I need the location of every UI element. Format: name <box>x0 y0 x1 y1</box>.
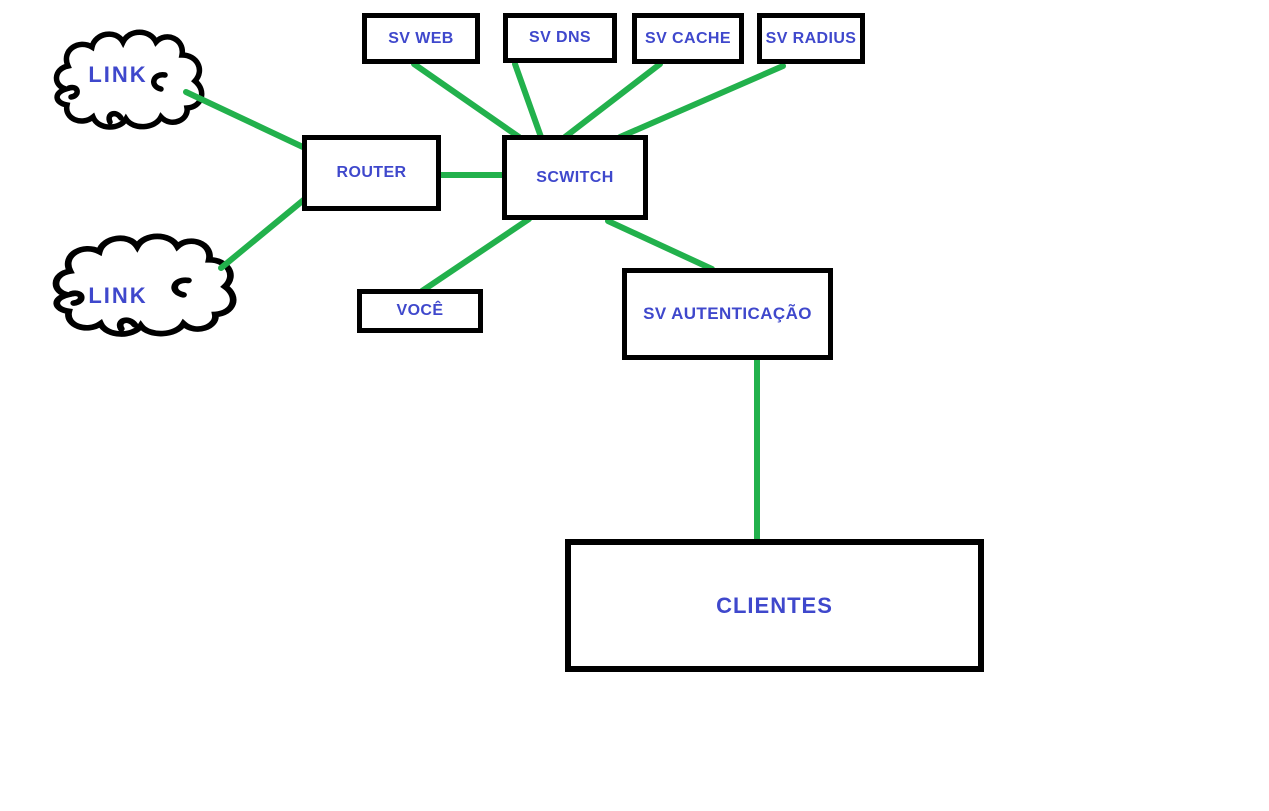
node-switch: SCWITCH <box>502 135 648 220</box>
node-link-bottom-label: LINK <box>88 283 148 308</box>
node-sv-cache: SV CACHE <box>632 13 744 64</box>
node-router: ROUTER <box>302 135 441 211</box>
node-sv-dns: SV DNS <box>503 13 617 63</box>
node-link-top-label: LINK <box>88 62 148 87</box>
node-sv-dns-label: SV DNS <box>529 29 591 46</box>
node-voce: VOCÊ <box>357 289 483 333</box>
node-sv-autenticacao-label: SV AUTENTICAÇÃO <box>643 304 812 323</box>
connection-switch-sv-autenticacao <box>605 218 715 272</box>
node-sv-cache-label: SV CACHE <box>645 29 731 47</box>
node-sv-web: SV WEB <box>362 13 480 64</box>
connection-sv-web-switch <box>411 61 522 140</box>
node-sv-web-label: SV WEB <box>388 29 454 47</box>
connection-link-top-router <box>183 89 308 151</box>
node-clientes-label: CLIENTES <box>716 592 833 618</box>
node-sv-radius: SV RADIUS <box>757 13 865 64</box>
connection-sv-dns-switch <box>512 61 544 140</box>
node-voce-label: VOCÊ <box>396 302 444 319</box>
node-link-top: LINK <box>80 61 156 89</box>
node-clientes: CLIENTES <box>565 539 984 672</box>
node-router-label: ROUTER <box>336 164 407 181</box>
connection-sv-cache-switch <box>562 61 663 140</box>
node-switch-label: SCWITCH <box>536 168 614 186</box>
node-sv-autenticacao: SV AUTENTICAÇÃO <box>622 268 833 360</box>
node-link-bottom: LINK <box>80 282 156 310</box>
connection-switch-voce <box>419 216 532 294</box>
node-sv-radius-label: SV RADIUS <box>765 29 857 47</box>
connection-sv-radius-switch <box>617 63 786 140</box>
connection-link-bottom-router <box>218 195 309 271</box>
